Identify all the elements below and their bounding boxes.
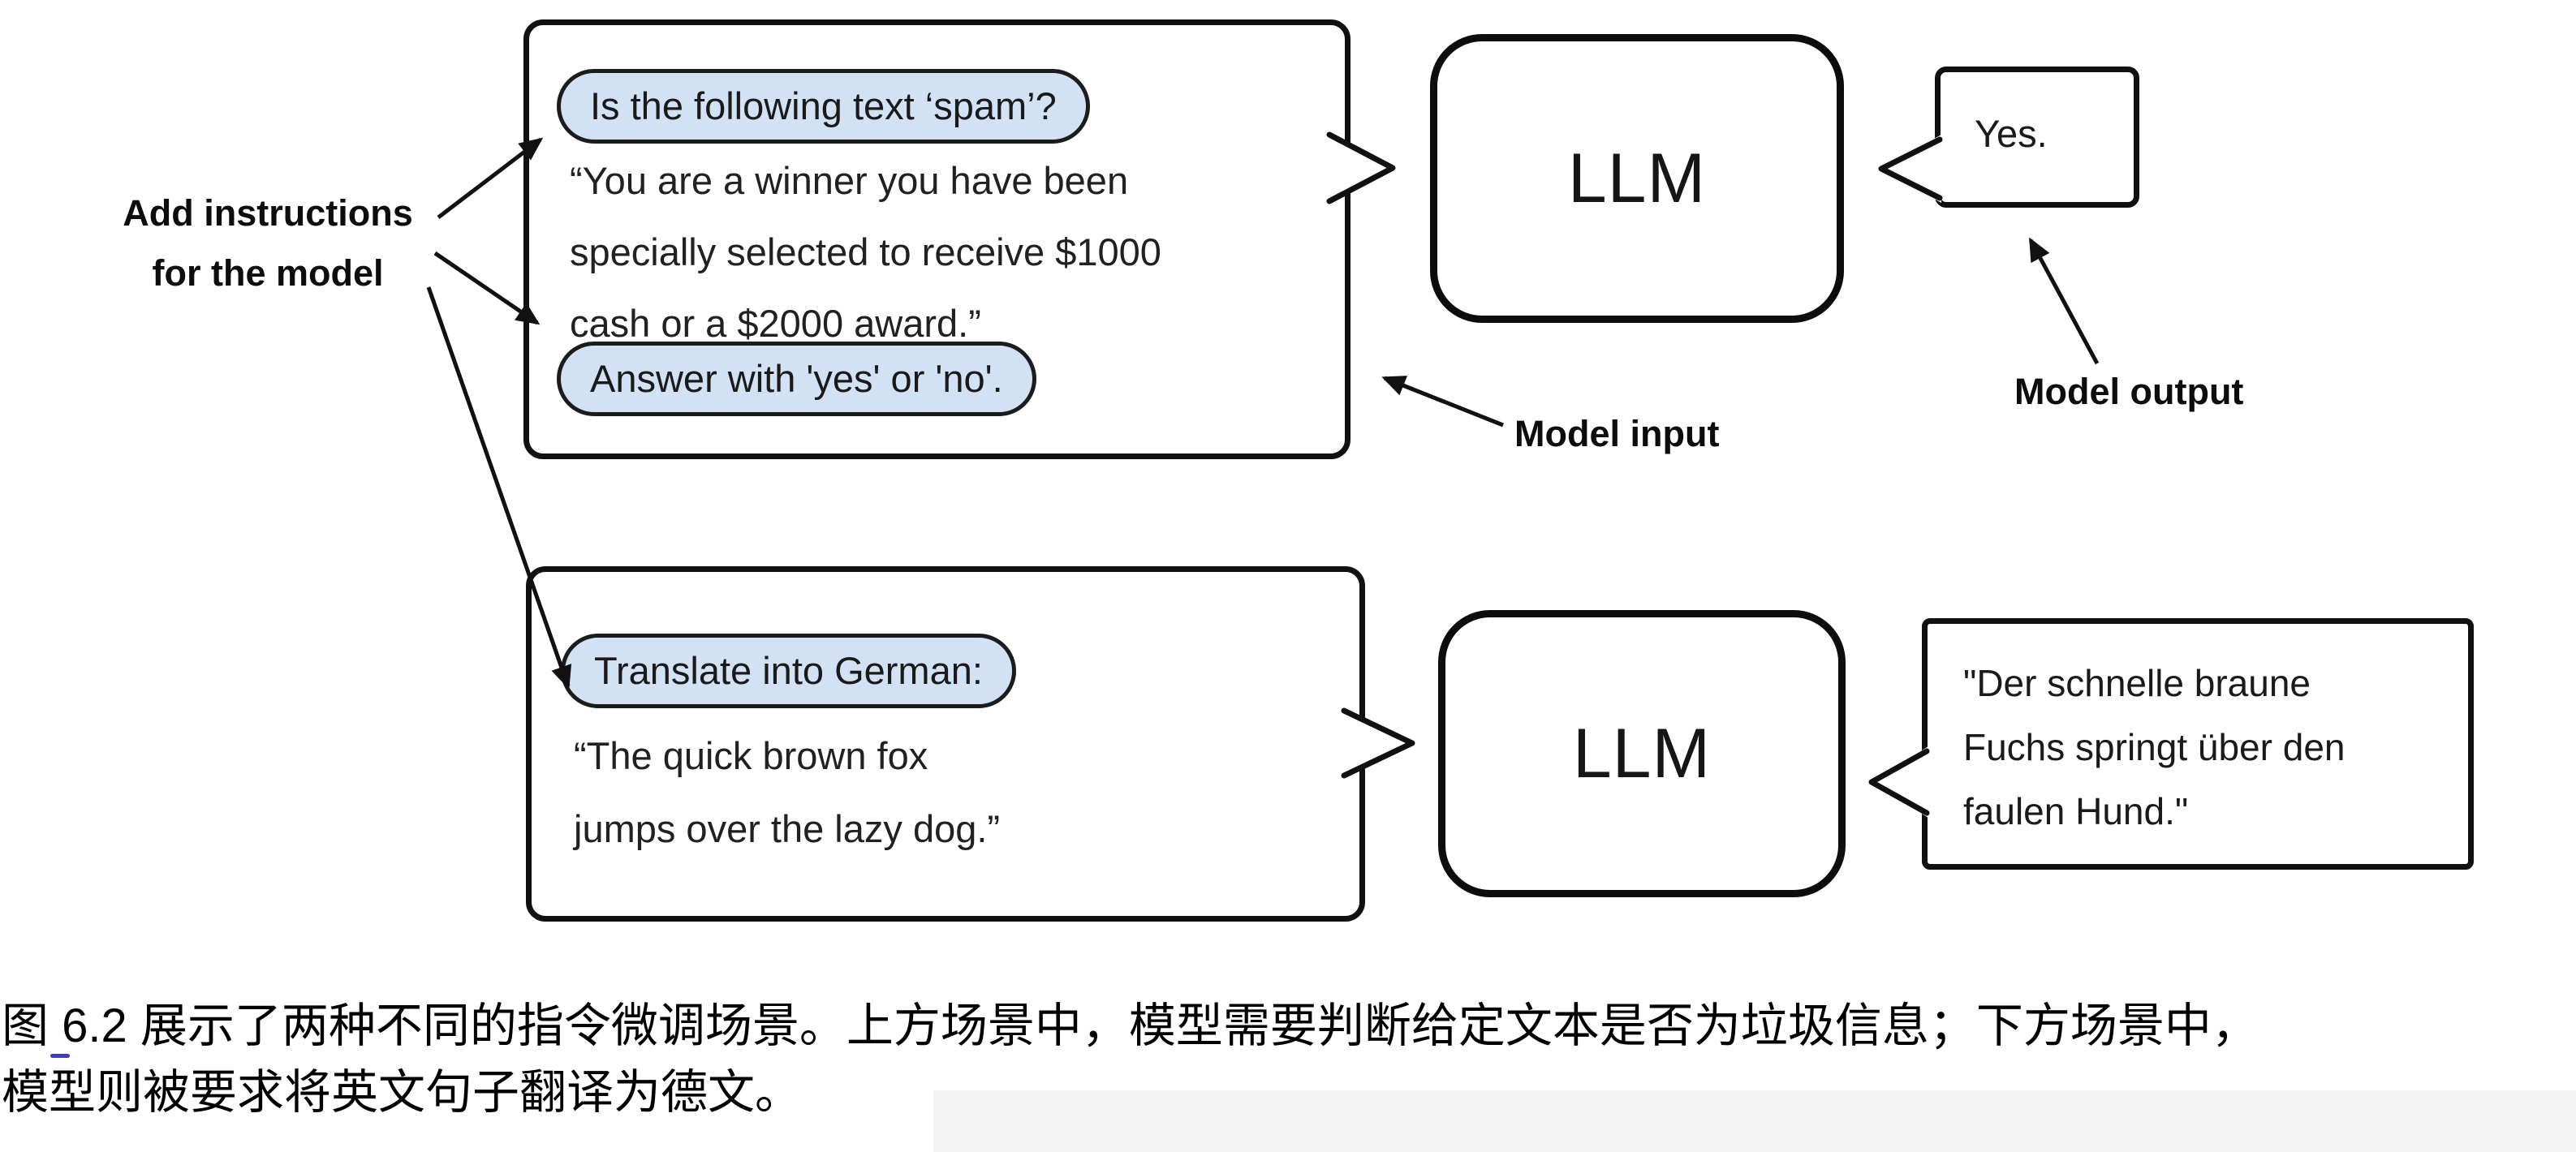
top-input-text: “You are a winner you have been speciall…: [570, 145, 1161, 359]
top-input-text-line3: cash or a $2000 award.”: [570, 302, 981, 345]
instruction-pill-translate: Translate into German:: [561, 634, 1016, 708]
bottom-output-line1: "Der schnelle braune: [1963, 662, 2311, 704]
add-instructions-line2: for the model: [152, 252, 384, 294]
top-output-text: Yes.: [1975, 112, 2048, 155]
bottom-output-line2: Fuchs springt über den: [1963, 726, 2346, 768]
top-output-bubble: Yes.: [1935, 67, 2139, 208]
model-output-label: Model output: [2014, 371, 2244, 412]
bottom-input-text: “The quick brown fox jumps over the lazy…: [574, 720, 1000, 866]
caption-line1: 图 6.2 展示了两种不同的指令微调场景。上方场景中，模型需要判断给定文本是否为…: [2, 999, 2259, 1052]
top-model-input-box: Is the following text ‘spam’? “You are a…: [523, 19, 1350, 459]
bottom-input-text-line1: “The quick brown fox: [574, 734, 928, 777]
model-output-arrow-icon: [2028, 237, 2100, 365]
instruction-pill-answer: Answer with 'yes' or 'no'.: [557, 342, 1036, 416]
background-gray-patch: [933, 1090, 2576, 1152]
bottom-input-text-line2: jumps over the lazy dog.”: [574, 807, 1001, 850]
bottom-llm-box: LLM: [1438, 610, 1846, 897]
bottom-output-line3: faulen Hund.": [1963, 790, 2189, 832]
bottom-output-tail-icon: [1868, 746, 1930, 818]
bottom-output-text: "Der schnelle braune Fuchs springt über …: [1963, 651, 2346, 844]
model-input-arrow-icon: [1381, 376, 1504, 428]
caption-line2: 模型则被要求将英文句子翻译为德文。: [2, 1066, 803, 1119]
top-llm-box: LLM: [1430, 34, 1844, 323]
add-instructions-line1: Add instructions: [123, 192, 413, 234]
bottom-llm-label: LLM: [1572, 714, 1712, 793]
arrow-to-instruction2-icon: [433, 251, 541, 325]
top-output-tail-icon: [1878, 135, 1943, 203]
top-input-text-line2: specially selected to receive $1000: [570, 230, 1161, 273]
top-llm-label: LLM: [1567, 139, 1707, 217]
instruction-pill-spam: Is the following text ‘spam’?: [557, 69, 1090, 144]
caption-link-underline: [50, 1054, 70, 1058]
add-instructions-label: Add instructions for the model: [106, 183, 430, 303]
figure-caption: 图 6.2 展示了两种不同的指令微调场景。上方场景中，模型需要判断给定文本是否为…: [2, 993, 2259, 1126]
top-input-text-line1: “You are a winner you have been: [570, 159, 1129, 202]
model-input-label: Model input: [1514, 413, 1720, 454]
bottom-output-bubble: "Der schnelle braune Fuchs springt über …: [1922, 618, 2474, 870]
bottom-model-input-box: Translate into German: “The quick brown …: [526, 566, 1365, 922]
